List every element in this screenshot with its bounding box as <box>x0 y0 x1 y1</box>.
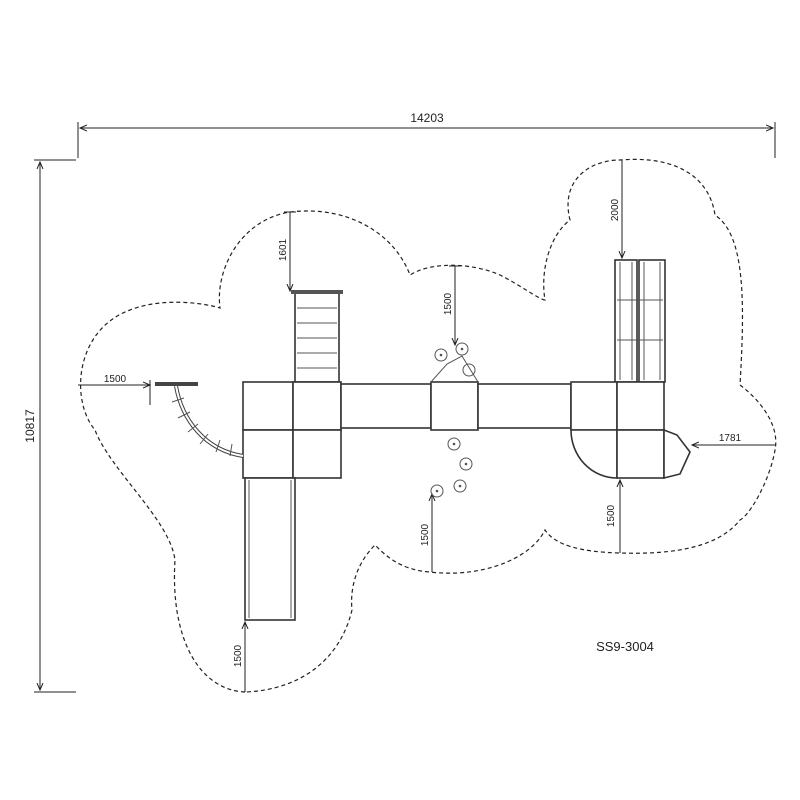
dim-right-clearance: 1781 <box>692 433 775 445</box>
play-structure <box>155 259 691 621</box>
deck <box>616 429 665 479</box>
deck <box>292 381 342 431</box>
dim-slide-bottom-clearance: 1500 <box>233 622 245 692</box>
straight-slide <box>244 477 296 621</box>
overall-width-label: 14203 <box>410 111 444 125</box>
double-slide <box>614 259 666 383</box>
dim-label: 1500 <box>104 374 127 385</box>
bay-window-panel <box>663 428 691 480</box>
dim-label: 1601 <box>278 238 289 261</box>
dim-right-bottom-clearance: 1500 <box>606 480 620 553</box>
ladder <box>291 290 343 383</box>
dim-label: 1500 <box>233 644 244 667</box>
curved-deck <box>570 429 618 479</box>
dim-label: 1500 <box>443 292 454 315</box>
dim-label: 1781 <box>719 433 742 444</box>
deck <box>616 381 665 431</box>
dim-stepping-top-clearance: 1500 <box>443 265 461 345</box>
dim-label: 2000 <box>610 198 621 221</box>
dim-label: 1500 <box>420 523 431 546</box>
stepping-stones <box>430 342 476 498</box>
bridge <box>340 383 432 429</box>
deck <box>242 381 294 431</box>
model-code-label: SS9-3004 <box>596 639 654 654</box>
deck <box>292 429 342 479</box>
dim-label: 1500 <box>606 504 617 527</box>
overall-depth-dimension: 10817 <box>23 159 76 693</box>
overall-depth-label: 10817 <box>23 409 37 443</box>
overall-width-dimension: 14203 <box>77 111 776 158</box>
deck <box>570 381 618 431</box>
dim-ladder-clearance: 1601 <box>278 211 296 291</box>
deck <box>242 429 294 479</box>
curved-climber <box>155 382 244 458</box>
bridge <box>477 383 572 429</box>
deck <box>430 381 479 431</box>
dim-left-clearance: 1500 <box>78 374 150 405</box>
net-frame <box>430 355 479 383</box>
dim-slide-clearance-right: 2000 <box>610 160 622 258</box>
dim-center-bottom-clearance: 1500 <box>420 494 432 572</box>
safety-zone-outline <box>80 158 777 693</box>
